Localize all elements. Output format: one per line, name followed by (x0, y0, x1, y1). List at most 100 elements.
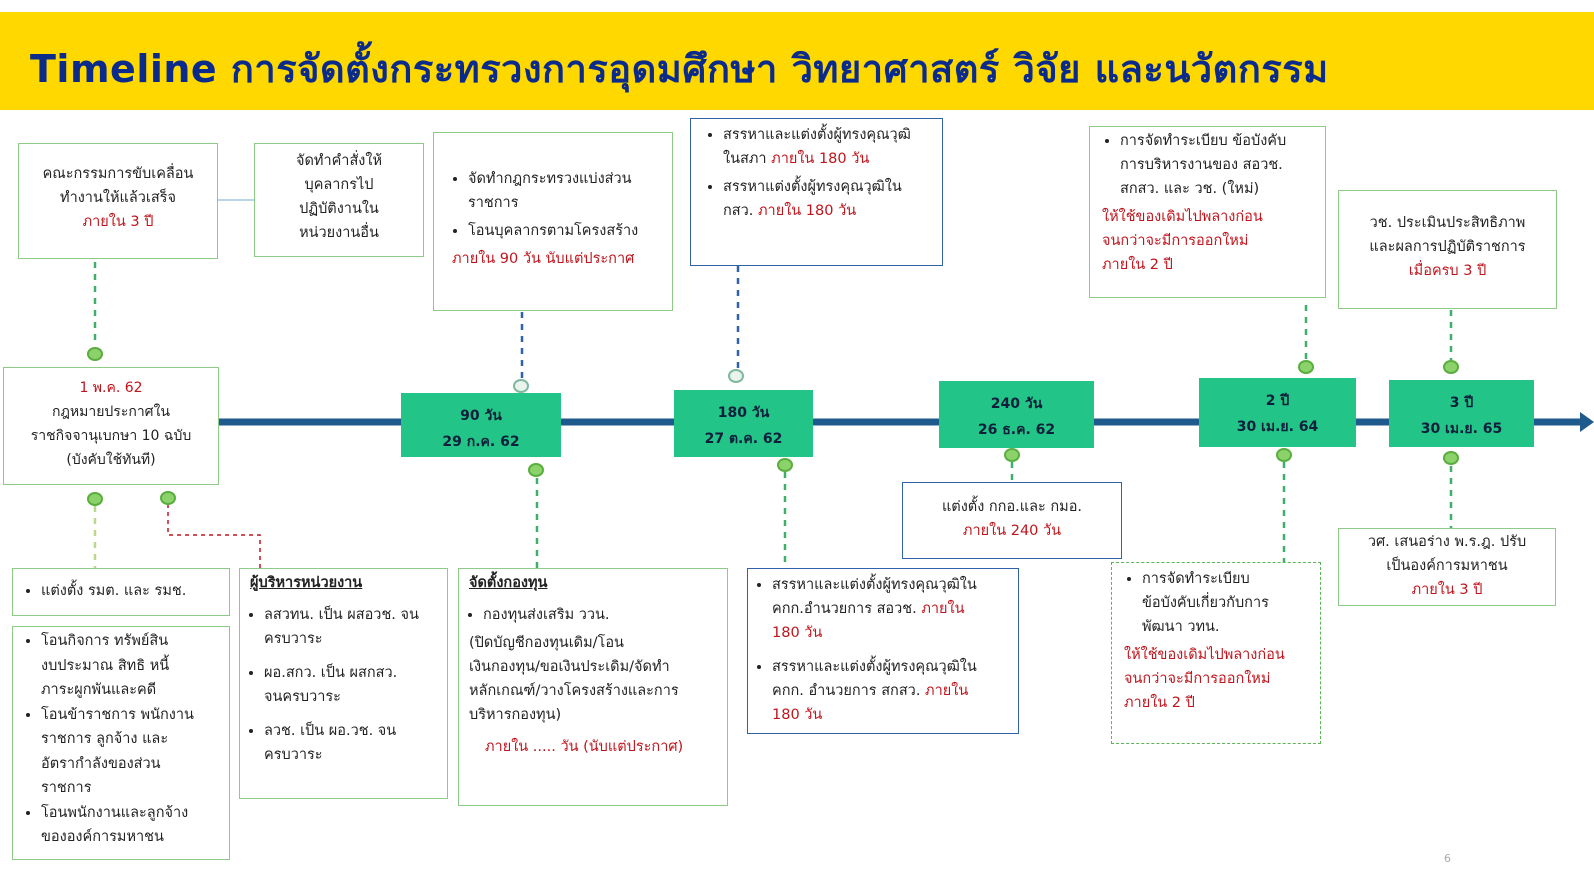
deadline-line: ให้ใช้ของเดิมไปพลางก่อน (1102, 209, 1263, 225)
deadline-text: ภายใน 240 วัน (962, 523, 1062, 539)
order-box: จัดทำคำสั่งให้ บุคลากรไป ปฏิบัติงานใน หน… (254, 143, 424, 257)
connector-dot (1443, 451, 1459, 465)
deadline-line: จนกว่าจะมีการออกใหม่ (1124, 671, 1271, 687)
deadline-text: ให้ใช้ของเดิมไปพลางก่อน จนกว่าจะมีการออก… (1120, 643, 1316, 715)
page-number: 6 (1444, 852, 1451, 865)
kko-box: แต่งตั้ง กกอ.และ กมอ. ภายใน 240 วัน (902, 482, 1122, 559)
box-line: (ปิดบัญชีกองทุนเดิม/โอน (469, 635, 624, 651)
boards-box: สรรหาและแต่งตั้งผู้ทรงคุณวุฒิในคกก.อำนวย… (747, 568, 1019, 734)
appoint-ministers-box: แต่งตั้ง รมต. และ รมช. (12, 568, 230, 616)
deadline-text: ภายใน 3 ปี (82, 214, 154, 230)
bullet-text: สกสว. และ วช. (ใหม่) (1120, 181, 1260, 197)
deadline-line: จนกว่าจะมีการออกใหม่ (1102, 233, 1249, 249)
milestone-180-days: 180 วัน 27 ต.ค. 62 (674, 390, 813, 457)
box-heading: ผู้บริหารหน่วยงาน (250, 575, 363, 591)
milestone-date: 30 เม.ย. 64 (1236, 419, 1319, 435)
milestone-duration: 240 วัน (990, 396, 1043, 412)
timeline-arrowhead (1580, 412, 1594, 432)
deadline-text: ภายใน 3 ปี (1411, 582, 1483, 598)
box-heading: จัดตั้งกองทุน (469, 575, 548, 591)
deadline-text: ภายใน 180 วัน (771, 151, 870, 167)
milestone-date: 26 ธ.ค. 62 (977, 422, 1056, 438)
fund-box: จัดตั้งกองทุน กองทุนส่งเสริม ววน. (ปิดบั… (458, 568, 728, 806)
milestone-date: 27 ต.ค. 62 (704, 431, 783, 447)
box-line: หน่วยงานอื่น (299, 225, 379, 241)
milestone-duration: 2 ปี (1265, 393, 1290, 409)
bullet-text: ภาระผูกพันและคดี (41, 682, 157, 698)
bullet-text: ครบวาระ (264, 631, 323, 647)
box-line: คณะกรรมการขับเคลื่อน (42, 166, 194, 182)
bullet-text: ผอ.สกว. เป็น ผสกสว. (264, 665, 398, 681)
development-regulations-box: การจัดทำระเบียบข้อบังคับเกี่ยวกับการพัฒน… (1111, 562, 1321, 744)
start-box: 1 พ.ค. 62 กฎหมายประกาศใน ราชกิจจานุเบกษา… (3, 367, 219, 485)
bullet-text: สรรหาแต่งตั้งผู้ทรงคุณวุฒิใน (723, 179, 902, 195)
agency-heads-box: ผู้บริหารหน่วยงาน ลสวทน. เป็น ผสอวช. จนค… (239, 568, 448, 799)
milestone-duration: 3 ปี (1449, 395, 1474, 411)
deadline-text: ให้ใช้ของเดิมไปพลางก่อน จนกว่าจะมีการออก… (1098, 205, 1319, 277)
start-line: (บังคับใช้ทันที) (66, 452, 156, 468)
bullet-text: กสว. (723, 203, 754, 219)
milestone-date: 30 เม.ย. 65 (1420, 421, 1503, 437)
bullet-text: อัตรากำลังของส่วน (41, 755, 161, 772)
connector-dot (528, 463, 544, 477)
bullet-text: งบประมาณ สิทธิ หนี้ (41, 657, 170, 674)
bullet-text: สรรหาและแต่งตั้งผู้ทรงคุณวุฒิ (723, 127, 911, 143)
connector-dot (1004, 448, 1020, 462)
bullet-text: โอนกิจการ ทรัพย์สิน (41, 633, 169, 649)
council-box: สรรหาและแต่งตั้งผู้ทรงคุณวุฒิในสภา ภายใน… (690, 118, 943, 266)
bullet-text: สรรหาและแต่งตั้งผู้ทรงคุณวุฒิใน (772, 577, 977, 593)
bullet-text: ขององค์การมหาชน (41, 829, 164, 845)
milestone-240-days: 240 วัน 26 ธ.ค. 62 (939, 381, 1094, 448)
start-line: ราชกิจจานุเบกษา 10 ฉบับ (30, 428, 192, 444)
box-line: วศ. เสนอร่าง พ.ร.ฎ. ปรับ (1367, 534, 1527, 550)
box-line: วช. ประเมินประสิทธิภาพ (1369, 215, 1526, 231)
bullet-text: จัดทำกฎกระทรวงแบ่งส่วน (468, 171, 632, 187)
milestone-2-years: 2 ปี 30 เม.ย. 64 (1199, 378, 1356, 447)
milestone-duration: 180 วัน (717, 405, 770, 421)
bullet-text: โอนข้าราชการ พนักงาน (41, 706, 194, 723)
milestone-3-years: 3 ปี 30 เม.ย. 65 (1389, 380, 1534, 447)
box-line: หลักเกณฑ์/วางโครงสร้างและการ (469, 683, 679, 699)
milestone-duration: 90 วัน (460, 408, 502, 424)
box-line: เงินกองทุน/ขอเงินประเดิม/จัดทำ (469, 659, 670, 675)
box-line: บริหารกองทุน) (469, 707, 562, 723)
bullet-text: การบริหารงานของ สอวช. (1120, 157, 1283, 173)
deadline-text: 180 วัน (772, 707, 823, 723)
box-line: เป็นองค์การมหาชน (1386, 558, 1508, 574)
box-line: ปฏิบัติงานใน (299, 201, 379, 217)
connector-dot (87, 347, 103, 361)
bullet-text: แต่งตั้ง รมต. และ รมช. (41, 579, 223, 603)
bullet-text: โอนบุคลากรตามโครงสร้าง (468, 219, 664, 243)
deadline-line: ให้ใช้ของเดิมไปพลางก่อน (1124, 647, 1285, 663)
connector-dot (1276, 448, 1292, 462)
milestone-90-days: 90 วัน 29 ก.ค. 62 (401, 393, 561, 457)
bullet-text: กองทุนส่งเสริม ววน. (483, 603, 719, 627)
bullet-text: ข้อบังคับเกี่ยวกับการ (1142, 595, 1269, 611)
deadline-text: 180 วัน (772, 625, 823, 641)
deadline-line: ภายใน 2 ปี (1102, 257, 1173, 273)
bullet-text: การจัดทำระเบียบ (1142, 571, 1250, 587)
box-line: บุคลากรไป (304, 177, 374, 193)
bullet-text: โอนพนักงานและลูกจ้าง (41, 804, 189, 821)
connector-dot (513, 379, 529, 393)
connector-dot (87, 492, 103, 506)
deadline-text: เมื่อครบ 3 ปี (1408, 263, 1487, 279)
start-date: 1 พ.ค. 62 (79, 380, 143, 396)
bullet-text: ราชการ ลูกจ้าง และ (41, 731, 169, 747)
box-line: จัดทำคำสั่งให้ (295, 153, 383, 169)
connector-dot (1298, 360, 1314, 374)
connector-dot (777, 458, 793, 472)
bullet-text: ครบวาระ (264, 747, 323, 763)
regulations-box: การจัดทำระเบียบ ข้อบังคับการบริหารงานของ… (1089, 126, 1326, 298)
deadline-line: ภายใน 2 ปี (1124, 695, 1195, 711)
evaluation-box: วช. ประเมินประสิทธิภาพ และผลการปฏิบัติรา… (1338, 190, 1557, 309)
deadline-text: ภายใน ..... วัน (นับแต่ประกาศ) (485, 739, 684, 755)
deadline-text: ภายใน (925, 683, 969, 699)
connector-dot (728, 369, 744, 383)
box-line: และผลการปฏิบัติราชการ (1369, 239, 1526, 255)
bullet-text: คกก. อำนวยการ สกสว. (772, 683, 921, 699)
deadline-text: ภายใน 180 วัน (758, 203, 857, 219)
bullet-text: ราชการ (41, 780, 92, 796)
